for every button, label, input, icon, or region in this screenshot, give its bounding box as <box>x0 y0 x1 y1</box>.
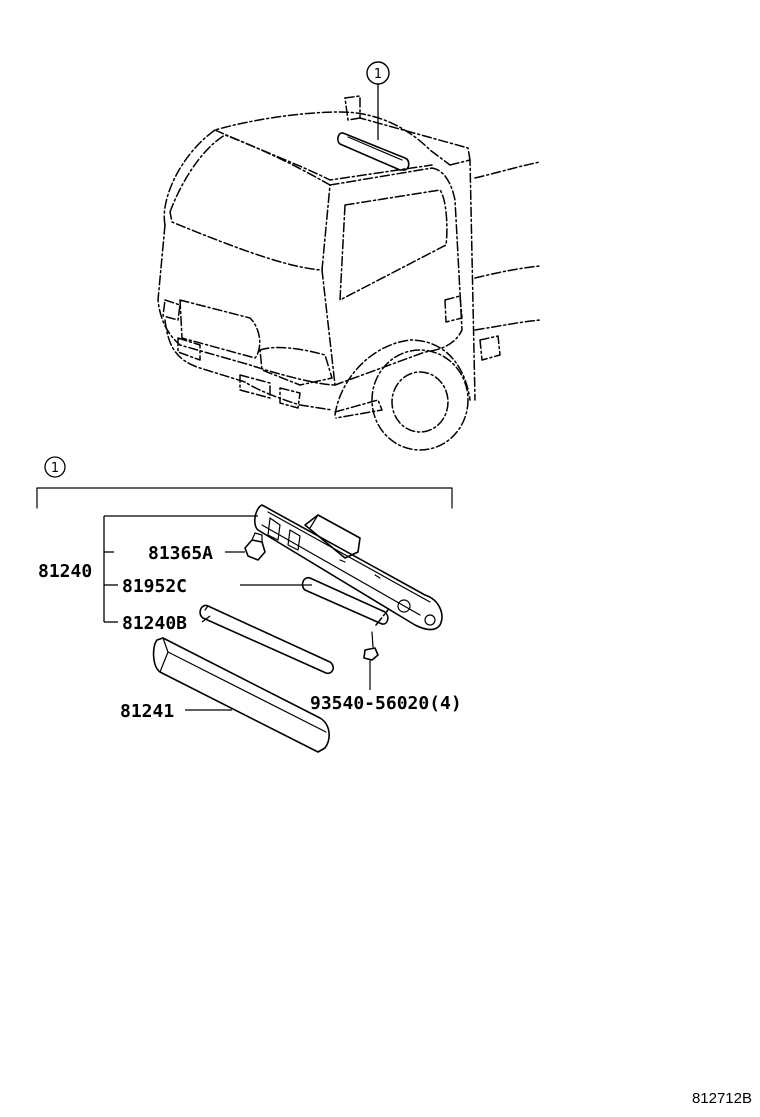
callout-1-top: 1 <box>366 61 390 140</box>
bulb-81240B <box>199 604 335 675</box>
group-callout-number: 1 <box>51 461 59 476</box>
lamp-housing-81240 <box>253 504 443 631</box>
screw-93540 <box>363 609 389 690</box>
label-81240: 81240 <box>38 561 92 582</box>
callout-number-top: 1 <box>374 67 382 82</box>
label-93540-56020: 93540-56020(4) <box>310 693 462 714</box>
label-81365A: 81365A <box>148 543 213 564</box>
lens-81241 <box>152 637 330 753</box>
truck-illustration <box>157 95 541 451</box>
label-81241: 81241 <box>120 701 174 722</box>
label-81240B: 81240B <box>122 613 187 634</box>
label-81952C: 81952C <box>122 576 187 597</box>
socket-81365A <box>244 532 266 561</box>
group-bracket: 1 <box>36 456 453 509</box>
leader-lines <box>103 515 312 711</box>
plate-81952C <box>301 576 389 625</box>
figure-number: 812712B <box>692 1090 752 1107</box>
